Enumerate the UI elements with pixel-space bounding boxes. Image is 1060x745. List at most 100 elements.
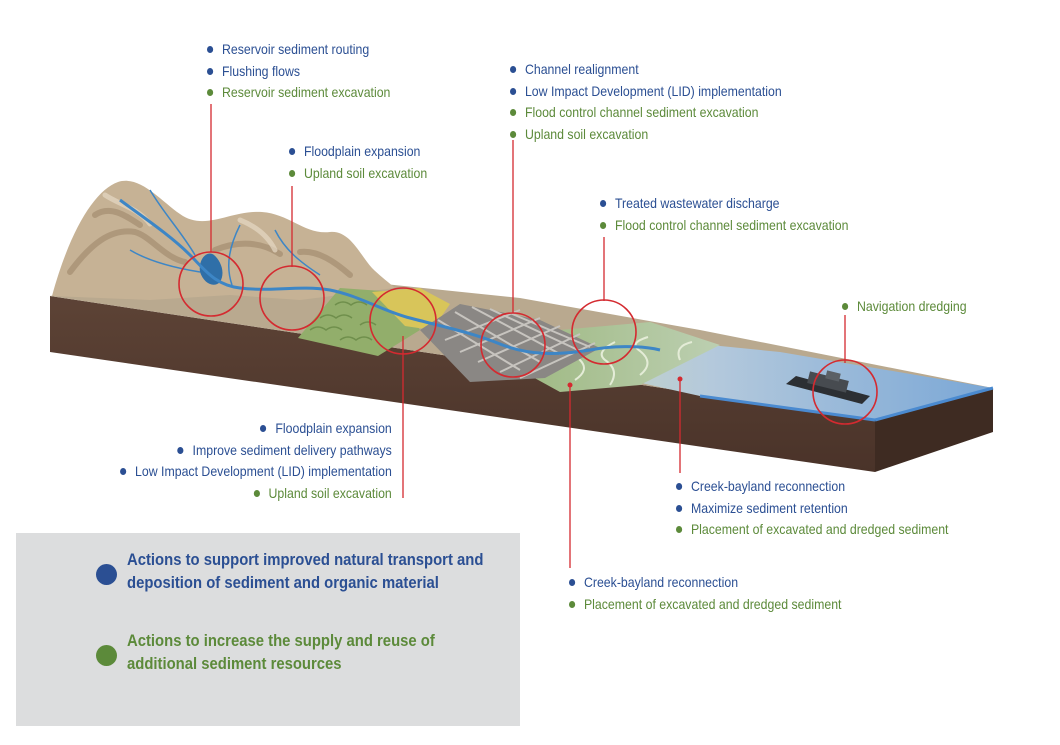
- callout-item-text: Improve sediment delivery pathways: [192, 441, 392, 458]
- callout-item: Maximize sediment retention: [676, 498, 948, 520]
- marker-floodplain-upper: [259, 265, 325, 331]
- callout-item-text: Upland soil excavation: [268, 484, 392, 501]
- callout-item-text: Maximize sediment retention: [690, 499, 848, 516]
- marker-channel: [480, 312, 546, 378]
- callout-item-text: Upland soil excavation: [524, 125, 649, 142]
- river-tributaries: [129, 189, 321, 286]
- callout-item-text: Flood control channel sediment excavatio…: [524, 104, 759, 120]
- blue-bullet-icon: [510, 87, 517, 95]
- blue-dot-icon: [96, 564, 117, 585]
- callout-item-text: Flushing flows: [221, 62, 301, 79]
- callout-item-text: Low Impact Development (LID) implementat…: [524, 82, 782, 99]
- callout-item-text: Channel realignment: [524, 61, 639, 77]
- blue-bullet-icon: [120, 468, 127, 475]
- urban-grid: [420, 304, 600, 382]
- green-dot-icon: [96, 645, 117, 666]
- legend-green-line2: additional sediment resources: [127, 655, 342, 673]
- green-bullet-icon: [289, 169, 296, 177]
- callout-item: Flood control channel sediment excavatio…: [510, 102, 782, 124]
- callout-item-text: Creek-bayland reconnection: [583, 574, 739, 590]
- callout-item: Creek-bayland reconnection: [569, 572, 841, 594]
- green-bullet-icon: [842, 303, 849, 310]
- callout-navigation: Navigation dredging: [842, 296, 984, 318]
- callout-item-text: Reservoir sediment excavation: [221, 84, 391, 100]
- bay-front-edge: [699, 394, 876, 422]
- green-bullet-icon: [600, 221, 607, 229]
- callout-item: Navigation dredging: [842, 296, 967, 318]
- callout-item-text: Reservoir sediment routing: [221, 41, 370, 57]
- legend-item-blue: Actions to support improved natural tran…: [96, 549, 523, 595]
- callout-item-text: Floodplain expansion: [275, 420, 392, 436]
- callout-item: Channel realignment: [510, 59, 782, 81]
- legend-blue-line2: deposition of sediment and organic mater…: [127, 574, 439, 592]
- callout-item-text: Flood control channel sediment excavatio…: [614, 216, 849, 233]
- blue-bullet-icon: [676, 504, 683, 512]
- marker-reservoir: [178, 251, 244, 317]
- soil-front-face: [50, 296, 875, 472]
- green-bullet-icon: [569, 600, 576, 608]
- blue-bullet-icon: [260, 425, 267, 432]
- callout-item-text: Floodplain expansion: [303, 143, 421, 159]
- callout-item-text: Creek-bayland reconnection: [690, 478, 846, 494]
- callout-item: Creek-bayland reconnection: [676, 476, 948, 498]
- reservoir: [199, 253, 223, 285]
- marker-navigation: [812, 359, 878, 425]
- callout-item: Upland soil excavation: [289, 163, 427, 185]
- blue-bullet-icon: [207, 67, 214, 75]
- green-bullet-icon: [253, 489, 260, 497]
- blue-bullet-icon: [676, 483, 683, 490]
- callout-item: Improve sediment delivery pathways: [120, 440, 392, 462]
- callout-item-text: Upland soil excavation: [303, 164, 428, 181]
- green-bullet-icon: [207, 89, 214, 96]
- bay-water-edge: [874, 386, 994, 422]
- callout-item: Reservoir sediment routing: [207, 39, 390, 61]
- callout-item: Placement of excavated and dredged sedim…: [676, 519, 948, 541]
- blue-bullet-icon: [600, 200, 607, 207]
- soil-block: [50, 296, 993, 472]
- legend-green-line1: Actions to increase the supply and reuse…: [127, 632, 435, 650]
- small-markers: [567, 376, 683, 388]
- blue-bullet-icon: [510, 66, 517, 73]
- callout-item: Reservoir sediment excavation: [207, 82, 390, 104]
- callout-item: Upland soil excavation: [510, 124, 782, 146]
- marsh-channels: [574, 336, 693, 386]
- callout-item: Low Impact Development (LID) implementat…: [510, 81, 782, 103]
- callout-item-text: Navigation dredging: [856, 298, 967, 314]
- marker-floodplain-lower: [369, 287, 437, 355]
- blue-bullet-icon: [569, 579, 576, 586]
- legend-blue-line1: Actions to support improved natural tran…: [127, 551, 484, 569]
- callout-item: Flood control channel sediment excavatio…: [600, 215, 849, 237]
- callout-item-text: Placement of excavated and dredged sedim…: [690, 521, 949, 537]
- green-bullet-icon: [676, 526, 683, 533]
- callout-item: Placement of excavated and dredged sedim…: [569, 594, 841, 616]
- soil-right-face: [875, 388, 993, 472]
- marker-wastewater: [571, 299, 637, 365]
- legend-item-green: Actions to increase the supply and reuse…: [96, 630, 469, 676]
- legend: Actions to support improved natural tran…: [16, 533, 520, 726]
- river: [119, 198, 661, 356]
- callout-item-text: Placement of excavated and dredged sedim…: [583, 595, 842, 612]
- callout-leaders: [210, 104, 846, 568]
- blue-bullet-icon: [289, 148, 296, 155]
- green-bullet-icon: [510, 109, 517, 116]
- callout-item: Floodplain expansion: [120, 418, 392, 440]
- callout-item: Low Impact Development (LID) implementat…: [120, 461, 392, 483]
- callout-item-text: Low Impact Development (LID) implementat…: [135, 463, 392, 479]
- agricultural-fields: [372, 288, 450, 330]
- mountain-shading: [67, 207, 353, 278]
- green-bullet-icon: [510, 130, 517, 138]
- blue-bullet-icon: [207, 46, 214, 53]
- callout-item: Flushing flows: [207, 61, 390, 83]
- vegetation-texture: [309, 301, 377, 341]
- callout-item: Treated wastewater discharge: [600, 193, 849, 215]
- callout-item: Floodplain expansion: [289, 141, 427, 163]
- callout-item: Upland soil excavation: [120, 483, 392, 505]
